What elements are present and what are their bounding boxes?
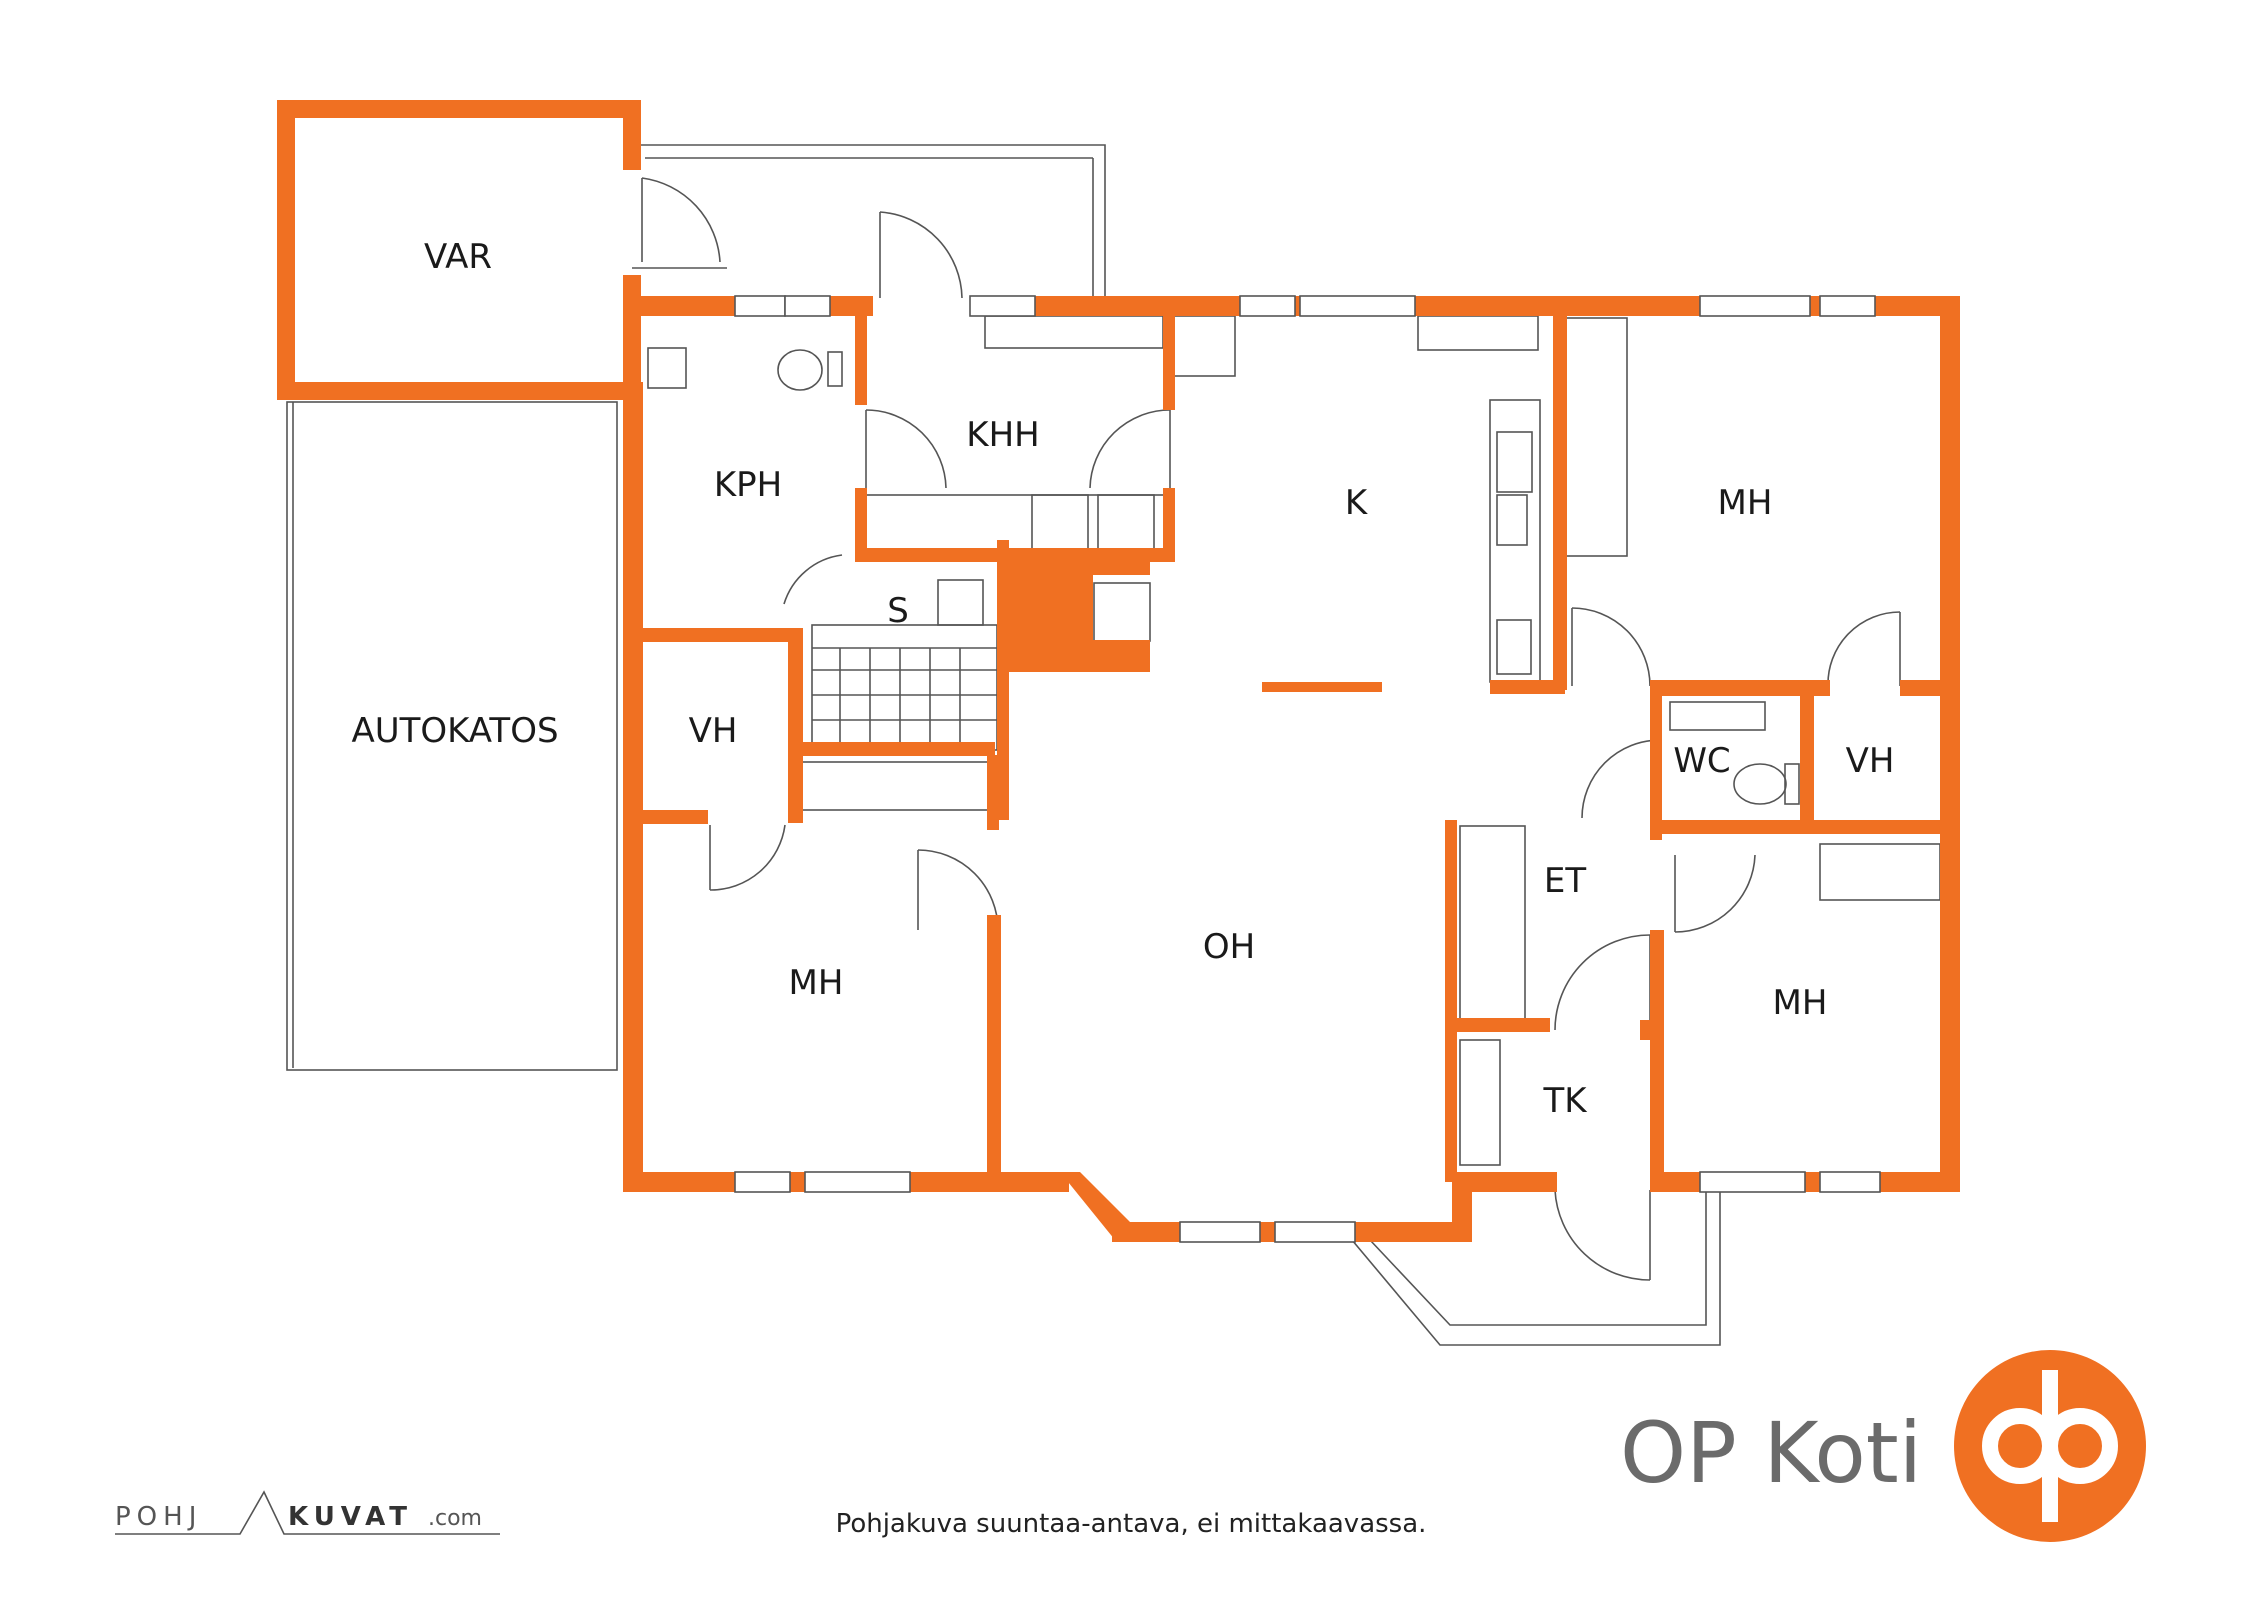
room-label-mh-top-right: MH xyxy=(1718,483,1773,523)
room-label-s: S xyxy=(887,591,909,631)
room-label-et: ET xyxy=(1544,861,1586,901)
brand-name: OP Koti xyxy=(1620,1404,1922,1502)
room-label-var: VAR xyxy=(424,237,492,277)
disclaimer-caption: Pohjakuva suuntaa-antava, ei mittakaavas… xyxy=(836,1509,1427,1539)
windows xyxy=(734,295,1881,1243)
room-label-oh: OH xyxy=(1203,927,1255,967)
room-label-vh-right: VH xyxy=(1846,741,1895,781)
room-label-mh-bottom-right: MH xyxy=(1773,983,1828,1023)
room-label-tk: TK xyxy=(1542,1081,1588,1121)
brand: OP Koti xyxy=(1620,1350,2146,1542)
op-logo-icon xyxy=(1954,1350,2146,1542)
room-label-k: K xyxy=(1345,483,1369,523)
watermark-left: POHJ xyxy=(115,1502,202,1532)
room-label-wc: WC xyxy=(1673,741,1730,781)
watermark: POHJ KUVAT .com xyxy=(115,1490,500,1535)
room-label-kph: KPH xyxy=(714,465,782,505)
room-label-vh-left: VH xyxy=(689,711,738,751)
watermark-suffix: .com xyxy=(428,1506,482,1531)
room-label-khh: KHH xyxy=(966,415,1039,455)
watermark-right: KUVAT xyxy=(288,1502,413,1532)
door-swings xyxy=(641,177,1901,1281)
room-label-autokatos: AUTOKATOS xyxy=(351,711,558,751)
room-labels: VAR AUTOKATOS KPH KHH K S VH MH OH MH WC… xyxy=(351,237,1894,1121)
room-label-mh-left: MH xyxy=(789,963,844,1003)
